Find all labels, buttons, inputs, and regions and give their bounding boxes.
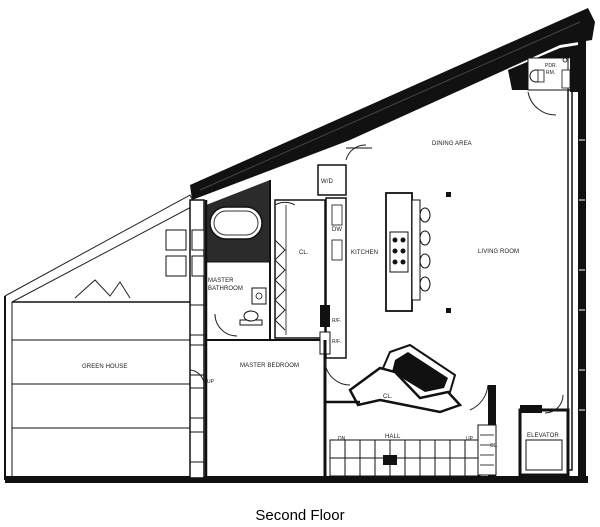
stair-core-dark: [392, 352, 448, 392]
column-1: [446, 192, 451, 197]
label-closet-hall: CL.: [383, 394, 393, 400]
divider-window-panes: [189, 304, 205, 463]
greenhouse-peak: [74, 279, 131, 299]
label-dining-area: DINING AREA: [432, 141, 472, 147]
closet-bifold-doors: [274, 239, 286, 331]
closet-hall-block: [348, 366, 463, 414]
label-pdr-1: PDR.: [545, 63, 557, 69]
diagonal-roof-wall: [190, 8, 595, 200]
bedroom-door-arc: [324, 359, 351, 386]
label-up-stairs: UP: [466, 436, 474, 442]
label-rf-1: R/F.: [332, 318, 341, 324]
kitchen-counter: [325, 197, 347, 359]
label-green-house: GREEN HOUSE: [82, 364, 127, 370]
label-hall: HALL: [385, 434, 401, 440]
label-closet-elevator: CL.: [490, 443, 498, 449]
closet-master: [274, 199, 326, 339]
bathroom-door-arc: [214, 313, 238, 337]
greenhouse-door-arc: [189, 369, 205, 386]
bathtub: [209, 206, 263, 240]
label-up-greenhouse: UP: [207, 379, 215, 385]
powder-room-wall: [508, 45, 578, 92]
island-bar: [411, 199, 421, 301]
washer-dryer: [317, 164, 347, 196]
right-exterior-wall: [578, 40, 586, 480]
label-closet-master: CL.: [299, 250, 309, 256]
planter-boxes: [165, 229, 205, 277]
staircase: [329, 439, 481, 477]
right-windows: [579, 139, 585, 411]
column-2: [446, 308, 451, 313]
label-elevator: ELEVATOR: [527, 433, 559, 439]
bathroom-sink: [251, 287, 267, 305]
refrigerator-1: [320, 305, 330, 327]
floor-caption: Second Floor: [255, 507, 345, 524]
label-master-bathroom-1: MASTER: [208, 278, 234, 284]
bar-stools: [419, 207, 431, 292]
pdr-sink: [561, 69, 571, 89]
label-pdr-2: RM.: [546, 70, 555, 76]
label-kitchen: KITCHEN: [351, 250, 378, 256]
label-wd: W/D: [321, 179, 334, 185]
elevator-shaft: [518, 408, 570, 477]
closet-elevator: [477, 424, 497, 476]
label-master-bedroom: MASTER BEDROOM: [240, 363, 299, 369]
bottom-exterior-wall: [5, 476, 588, 483]
label-dn: DN: [338, 436, 346, 442]
label-living-room: LIVING ROOM: [478, 249, 519, 255]
bathroom-toilet-bowl: [243, 310, 259, 322]
label-dw: DW: [332, 227, 342, 233]
burners: [392, 237, 406, 265]
roof-streak: [199, 21, 581, 191]
label-rf-2: R/F.: [332, 339, 341, 345]
label-master-bathroom-2: BATHROOM: [208, 286, 243, 292]
cooktop: [389, 231, 409, 273]
